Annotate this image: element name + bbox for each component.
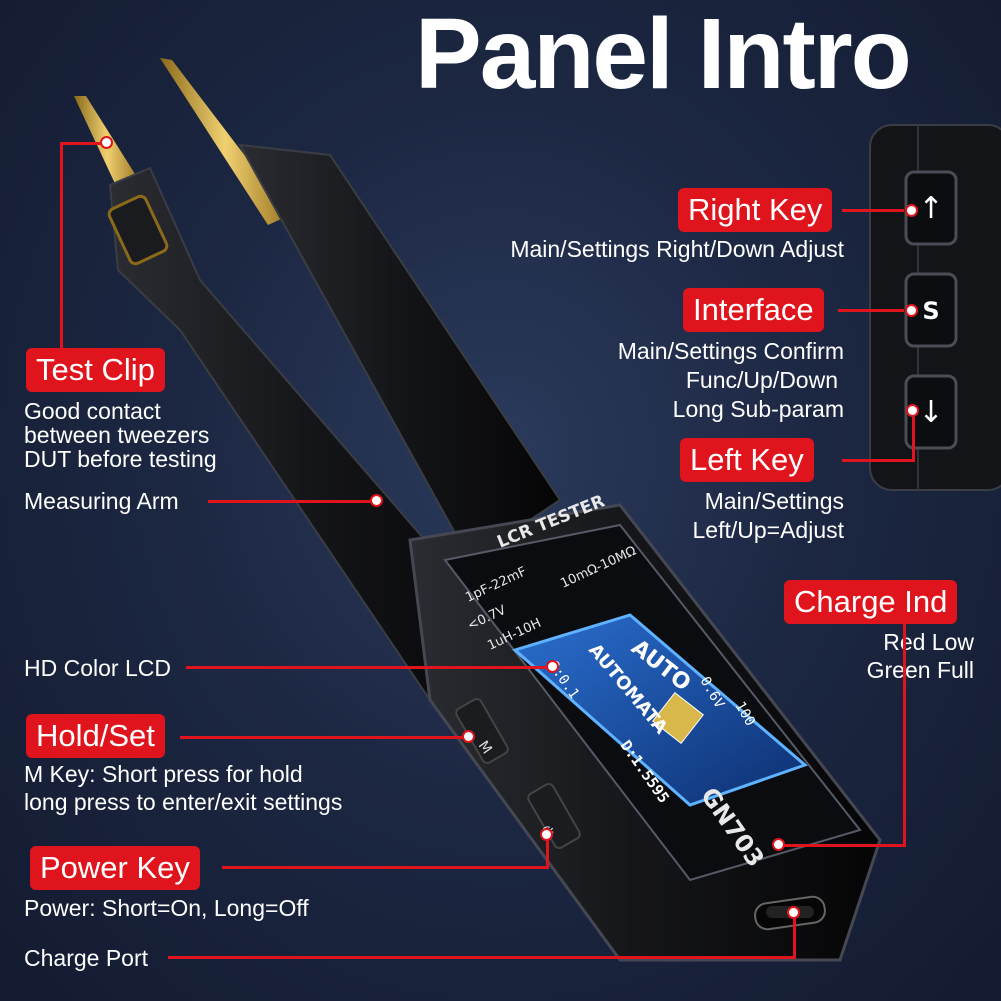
charge-port-desc: Charge Port — [24, 945, 149, 971]
charge-ind-dot — [772, 838, 785, 851]
hold-set-leader — [180, 736, 464, 739]
charge-port-leader-v — [793, 914, 796, 959]
tweezer-tip-right — [160, 58, 290, 225]
left-key-desc-2: Left/Up=Adjust — [692, 517, 844, 543]
test-clip-dot — [100, 136, 113, 149]
measuring-arm-leader — [208, 500, 372, 503]
power-key-leader-h — [222, 866, 548, 869]
interface-dot — [905, 304, 918, 317]
page-title: Panel Intro — [415, 0, 912, 110]
down-arrow-icon: ↓ — [918, 395, 943, 430]
interface-label: Interface — [683, 288, 824, 332]
charge-ind-desc-1: Red Low — [883, 629, 974, 655]
right-key-dot — [905, 204, 918, 217]
measuring-arm-right — [238, 143, 562, 562]
charge-ind-leader-v — [903, 624, 906, 846]
right-key-label: Right Key — [678, 188, 833, 232]
interface-desc-2: Func/Up/Down — [685, 367, 838, 393]
up-arrow-icon: ↑ — [918, 191, 943, 226]
s-icon: S — [922, 297, 939, 325]
charge-ind-leader-h — [782, 844, 906, 847]
test-clip-leader-h — [62, 142, 106, 145]
interface-desc-3: Long Sub-param — [672, 396, 844, 422]
right-key-leader — [842, 209, 904, 212]
measuring-arm-desc: Measuring Arm — [24, 488, 179, 514]
hold-set-desc-1: M Key: Short press for hold — [24, 761, 303, 787]
charge-ind-label: Charge Ind — [784, 580, 958, 624]
hd-lcd-leader — [186, 666, 546, 669]
left-key-leader-h — [842, 459, 914, 462]
left-key-desc-1: Main/Settings — [704, 488, 844, 514]
test-clip-label: Test Clip — [26, 348, 165, 392]
right-key-desc: Main/Settings Right/Down Adjust — [510, 236, 844, 262]
charge-ind-desc-2: Green Full — [866, 657, 974, 683]
power-key-desc: Power: Short=On, Long=Off — [24, 895, 309, 921]
hold-set-desc-2: long press to enter/exit settings — [24, 789, 343, 815]
device-body — [408, 503, 882, 962]
test-clip-desc-2: between tweezers — [24, 422, 210, 448]
key-panel — [869, 124, 1001, 491]
charge-port-leader-h — [168, 956, 796, 959]
test-clip-leader-v — [60, 142, 63, 350]
left-key-dot — [906, 404, 919, 417]
hd-lcd-desc: HD Color LCD — [24, 655, 171, 681]
hd-lcd-dot — [546, 660, 559, 673]
left-key-leader-v — [912, 412, 915, 462]
charge-port-dot — [787, 906, 800, 919]
test-clip-desc-3: DUT before testing — [24, 446, 217, 472]
power-key-label: Power Key — [30, 846, 200, 890]
test-clip-desc-1: Good contact — [24, 398, 161, 424]
hold-set-label: Hold/Set — [26, 714, 165, 758]
power-key-dot — [540, 828, 553, 841]
interface-leader — [838, 309, 904, 312]
measuring-arm-dot — [370, 494, 383, 507]
interface-desc-1: Main/Settings Confirm — [617, 338, 844, 364]
left-key-label: Left Key — [680, 438, 814, 482]
power-key-leader-v — [546, 836, 549, 869]
hold-set-dot — [462, 730, 475, 743]
